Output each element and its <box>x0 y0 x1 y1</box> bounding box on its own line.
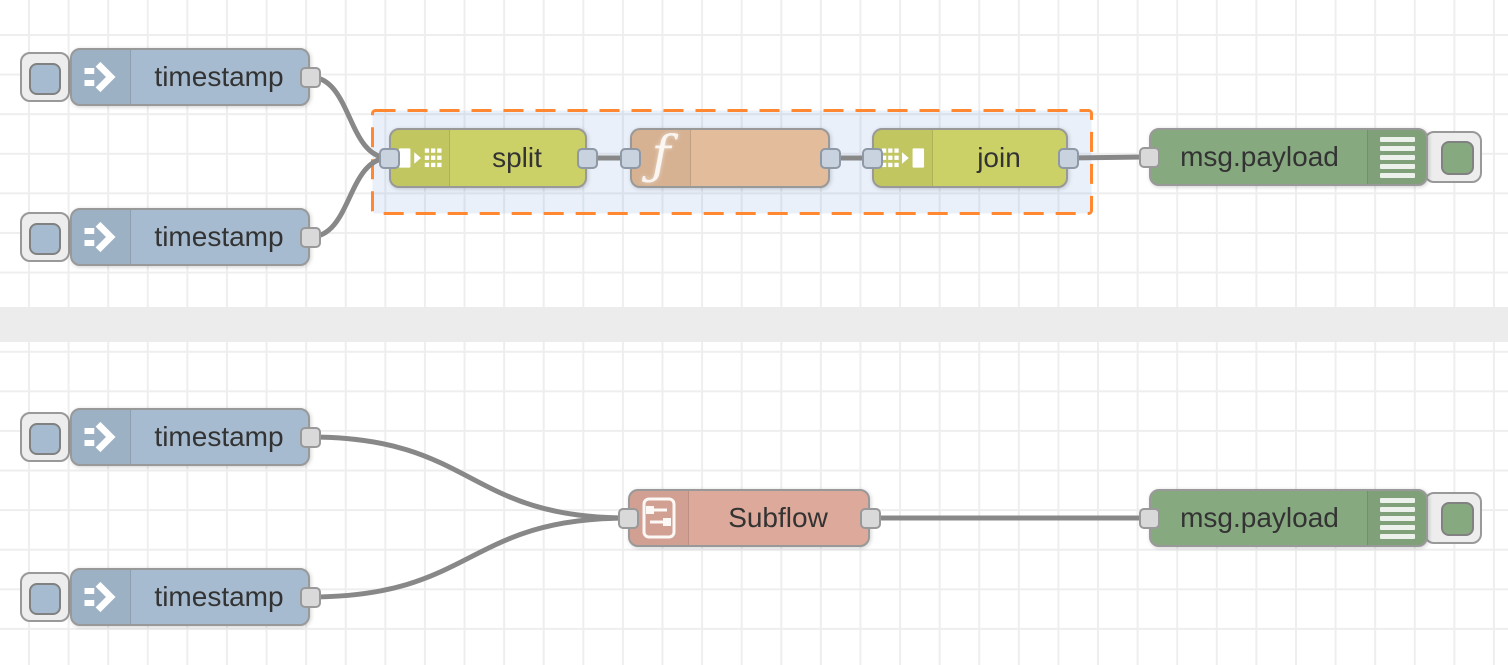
output-port[interactable] <box>1057 147 1079 169</box>
inject-button-pad[interactable] <box>29 63 61 95</box>
section-separator <box>0 307 1508 342</box>
debug-button-pad[interactable] <box>1441 502 1474 536</box>
split-icon <box>398 148 442 168</box>
node-label: msg.payload <box>1180 502 1339 533</box>
node-icon-region <box>391 130 450 186</box>
inject-arrow-icon <box>84 581 116 613</box>
node-icon-region <box>72 210 131 264</box>
inject-button[interactable] <box>20 52 70 102</box>
node-icon-region <box>72 50 131 104</box>
function-node[interactable]: ƒ <box>630 128 830 188</box>
inject-node-3[interactable]: timestamp <box>70 408 310 466</box>
wire[interactable] <box>307 74 392 161</box>
inject-button[interactable] <box>20 412 70 462</box>
node-icon-region <box>1367 491 1426 545</box>
debug-toggle-button[interactable] <box>1424 492 1482 544</box>
node-label <box>690 130 828 186</box>
debug-list-icon <box>1379 497 1415 539</box>
input-port[interactable] <box>378 147 400 169</box>
node-icon-region <box>1367 130 1426 184</box>
inject-button-pad[interactable] <box>29 223 61 255</box>
inject-arrow-icon <box>84 221 116 253</box>
inject-button-pad[interactable] <box>29 423 61 455</box>
join-icon <box>881 148 925 168</box>
output-port[interactable] <box>859 507 881 529</box>
node-icon-region: ƒ <box>632 130 691 186</box>
node-icon-region <box>630 491 689 545</box>
node-label: timestamp <box>154 581 284 612</box>
wire[interactable] <box>307 515 631 600</box>
input-port[interactable] <box>1138 507 1160 529</box>
node-label: timestamp <box>154 421 284 452</box>
debug-node-1[interactable]: msg.payload <box>1149 128 1428 186</box>
output-port[interactable] <box>819 147 841 169</box>
subflow-node[interactable]: Subflow <box>628 489 870 547</box>
node-label: timestamp <box>154 61 284 92</box>
input-port[interactable] <box>617 507 639 529</box>
inject-node-4[interactable]: timestamp <box>70 568 310 626</box>
node-label: split <box>492 142 542 173</box>
node-label: join <box>977 142 1021 173</box>
debug-button-pad[interactable] <box>1441 141 1474 175</box>
output-port[interactable] <box>299 66 321 88</box>
input-port[interactable] <box>1138 146 1160 168</box>
subflow-icon <box>642 497 676 539</box>
node-label: msg.payload <box>1180 141 1339 172</box>
function-f-icon: ƒ <box>651 126 671 186</box>
input-port[interactable] <box>619 147 641 169</box>
split-node[interactable]: split <box>389 128 587 188</box>
node-label: Subflow <box>728 502 828 533</box>
wire[interactable] <box>1065 154 1152 161</box>
node-icon-region <box>72 570 131 624</box>
node-label: timestamp <box>154 221 284 252</box>
debug-list-icon <box>1379 136 1415 178</box>
inject-node-2[interactable]: timestamp <box>70 208 310 266</box>
join-node[interactable]: join <box>872 128 1068 188</box>
inject-arrow-icon <box>84 421 116 453</box>
node-icon-region <box>874 130 933 186</box>
debug-node-2[interactable]: msg.payload <box>1149 489 1428 547</box>
output-port[interactable] <box>299 226 321 248</box>
wire[interactable] <box>307 155 392 240</box>
inject-arrow-icon <box>84 61 116 93</box>
output-port[interactable] <box>299 426 321 448</box>
wire[interactable] <box>307 434 631 521</box>
inject-button[interactable] <box>20 212 70 262</box>
inject-node-1[interactable]: timestamp <box>70 48 310 106</box>
inject-button-pad[interactable] <box>29 583 61 615</box>
debug-toggle-button[interactable] <box>1424 131 1482 183</box>
node-icon-region <box>72 410 131 464</box>
inject-button[interactable] <box>20 572 70 622</box>
input-port[interactable] <box>861 147 883 169</box>
output-port[interactable] <box>576 147 598 169</box>
output-port[interactable] <box>299 586 321 608</box>
